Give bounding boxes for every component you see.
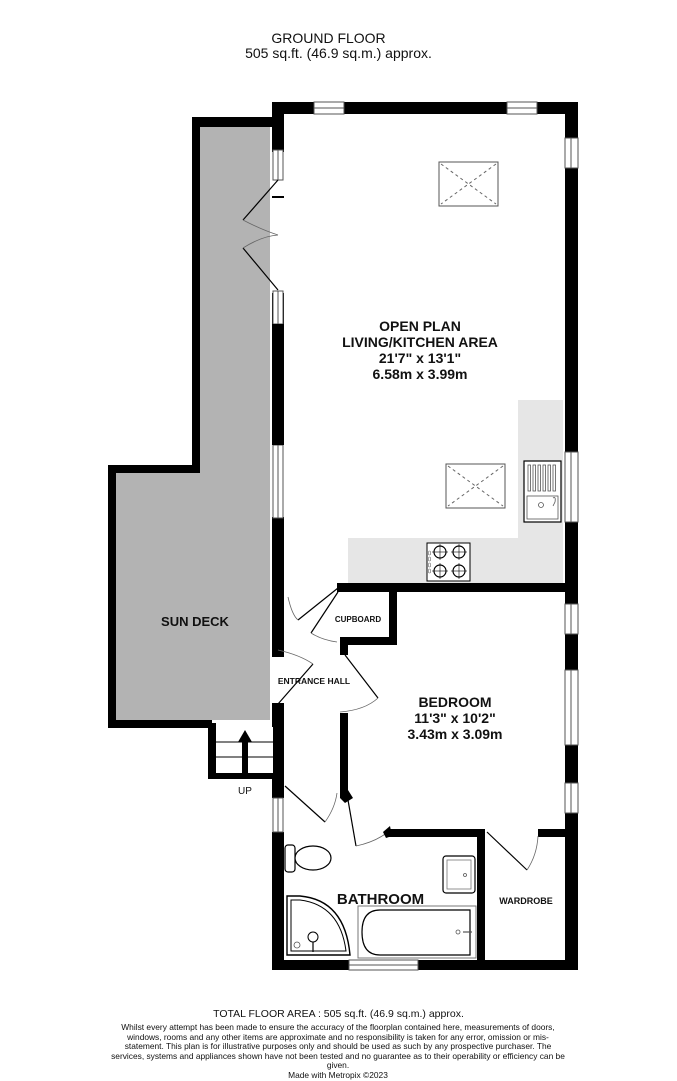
window-left-3 bbox=[272, 444, 284, 519]
total-floor-area: TOTAL FLOOR AREA : 505 sq.ft. (46.9 sq.m… bbox=[213, 1008, 464, 1020]
stairs-icon bbox=[208, 723, 278, 779]
floor-area: 505 sq.ft. (46.9 sq.m.) approx. bbox=[245, 45, 432, 61]
window-top-1 bbox=[313, 101, 345, 115]
sun-deck-area bbox=[116, 127, 270, 720]
shower-icon bbox=[286, 895, 351, 956]
bedroom-imperial-dims: 11'3" x 10'2" bbox=[414, 710, 496, 726]
window-right-2 bbox=[564, 451, 579, 523]
window-right-5 bbox=[564, 782, 579, 814]
cupboard-doors bbox=[287, 587, 339, 643]
hall-walls bbox=[272, 703, 353, 970]
entrance-door bbox=[277, 649, 314, 705]
room-label-living: OPEN PLAN LIVING/KITCHEN AREA 21'7" x 13… bbox=[320, 318, 520, 382]
room-label-cupboard: CUPBOARD bbox=[334, 615, 382, 624]
cupboard-walls bbox=[337, 583, 397, 655]
living-metric-dims: 6.58m x 3.99m bbox=[372, 366, 468, 382]
bedroom-metric-dims: 3.43m x 3.09m bbox=[407, 726, 503, 742]
kitchen-sink-icon bbox=[523, 460, 562, 523]
toilet-icon bbox=[284, 844, 332, 873]
hob-icon bbox=[426, 542, 471, 582]
room-label-bedroom: BEDROOM 11'3" x 10'2" 3.43m x 3.09m bbox=[380, 694, 530, 742]
french-doors bbox=[242, 179, 279, 291]
window-left-2 bbox=[272, 290, 284, 325]
skylight-1 bbox=[438, 161, 499, 207]
window-top-2 bbox=[506, 101, 538, 115]
made-with-credit: Made with Metropix ©2023 bbox=[288, 1069, 388, 1080]
basin-icon bbox=[442, 855, 476, 894]
living-name-line1: OPEN PLAN bbox=[379, 318, 461, 334]
window-bathroom bbox=[348, 959, 419, 971]
living-imperial-dims: 21'7" x 13'1" bbox=[378, 350, 462, 366]
window-right-3 bbox=[564, 603, 579, 635]
disclaimer-text: Whilst every attempt has been made to en… bbox=[111, 1022, 565, 1071]
bath-icon bbox=[357, 905, 477, 959]
bathroom-walls bbox=[272, 826, 578, 970]
room-label-entrance-hall: ENTRANCE HALL bbox=[277, 676, 351, 686]
living-name-line2: LIVING/KITCHEN AREA bbox=[342, 334, 498, 350]
floor-title-text: GROUND FLOOR bbox=[271, 30, 386, 46]
sun-deck-walls bbox=[108, 117, 280, 728]
stairs-up-label: UP bbox=[238, 786, 252, 797]
floor-title: GROUND FLOOR bbox=[0, 30, 677, 46]
room-label-wardrobe: WARDROBE bbox=[499, 896, 553, 906]
skylight-2 bbox=[445, 463, 506, 509]
disclaimer: Whilst every attempt has been made to en… bbox=[108, 1022, 568, 1081]
bedroom-name: BEDROOM bbox=[418, 694, 492, 710]
wardrobe-door bbox=[486, 831, 539, 871]
window-right-4 bbox=[564, 669, 579, 746]
bathroom-door bbox=[284, 785, 389, 847]
bedroom-door bbox=[339, 654, 379, 713]
room-label-sun-deck: SUN DECK bbox=[161, 614, 229, 629]
window-hall bbox=[272, 797, 284, 833]
window-right-1 bbox=[564, 137, 579, 169]
room-label-bathroom: BATHROOM bbox=[336, 891, 425, 908]
window-left-1 bbox=[272, 149, 284, 181]
